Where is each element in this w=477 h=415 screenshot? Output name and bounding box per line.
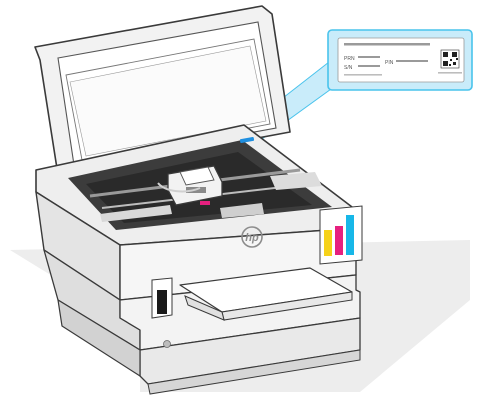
qr-code-icon xyxy=(441,50,459,68)
power-button-icon xyxy=(164,341,171,348)
label-row2-prefix: S/N xyxy=(344,65,353,71)
printer-body: hp xyxy=(36,125,362,394)
product-label-callout: PRN S/N PIN xyxy=(328,30,472,90)
label-pin-prefix: PIN xyxy=(385,60,394,66)
svg-text:hp: hp xyxy=(245,232,259,244)
ink-tank-yellow xyxy=(324,230,332,256)
black-ink-tank xyxy=(152,278,172,318)
label-row1-prefix: PRN xyxy=(344,56,355,62)
ink-tanks xyxy=(320,206,362,264)
ink-tank-cyan xyxy=(346,215,354,255)
ink-tank-magenta xyxy=(335,226,343,255)
